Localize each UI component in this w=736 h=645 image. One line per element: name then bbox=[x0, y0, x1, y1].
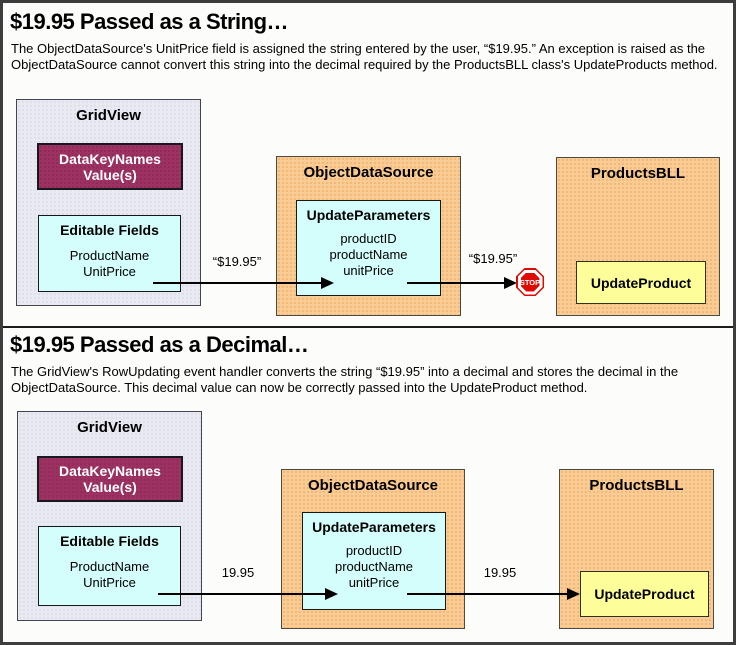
panel2-description: The GridView's RowUpdating event handler… bbox=[11, 364, 679, 395]
panel1-arrow2-label: “$19.95” bbox=[468, 251, 518, 266]
field-productname: ProductName bbox=[69, 248, 150, 263]
panel1-datakeynames-box: DataKeyNames Value(s) bbox=[37, 143, 183, 190]
param-productid: productID bbox=[340, 231, 397, 246]
param-productname: productName bbox=[334, 559, 414, 574]
panel1-arrow2-head-icon bbox=[504, 277, 517, 289]
objectdatasource-title: ObjectDataSource bbox=[303, 164, 434, 181]
panel1-arrow1-label: “$19.95” bbox=[212, 254, 262, 269]
panel1-updateparameters-box: UpdateParameters productID productName u… bbox=[296, 200, 441, 296]
updateproduct-label: UpdateProduct bbox=[590, 274, 692, 291]
param-productid: productID bbox=[345, 543, 403, 558]
panel2-arrow2-label: 19.95 bbox=[483, 565, 517, 580]
panel2-arrow1-line bbox=[158, 593, 326, 595]
datakeynames-line1: DataKeyNames bbox=[59, 150, 161, 167]
panel2-datakeynames-box: DataKeyNames Value(s) bbox=[37, 456, 183, 502]
editable-fields-title: Editable Fields bbox=[60, 222, 159, 238]
productsbll-title: ProductsBLL bbox=[590, 165, 686, 182]
panel2-editable-fields-box: Editable Fields ProductName UnitPrice bbox=[38, 526, 181, 606]
datakeynames-line2: Value(s) bbox=[83, 166, 137, 183]
updateparameters-title: UpdateParameters bbox=[312, 519, 436, 535]
datakeynames-line1: DataKeyNames bbox=[59, 463, 161, 479]
field-unitprice: UnitPrice bbox=[83, 575, 136, 590]
panel1-arrow1-line bbox=[153, 282, 323, 284]
gridview-title: GridView bbox=[76, 107, 141, 124]
field-productname: ProductName bbox=[69, 559, 150, 574]
panel2-arrow2-head-icon bbox=[567, 588, 580, 600]
param-unitprice: unitPrice bbox=[343, 263, 394, 278]
param-unitprice: unitPrice bbox=[348, 575, 400, 590]
stop-sign-icon: STOP bbox=[516, 268, 544, 296]
stop-sign-label: STOP bbox=[519, 277, 541, 287]
panel2-updateproduct-box: UpdateProduct bbox=[580, 571, 709, 617]
datakeynames-line2: Value(s) bbox=[83, 479, 137, 495]
updateproduct-label: UpdateProduct bbox=[594, 586, 695, 602]
panel2-arrow2-line bbox=[407, 593, 569, 595]
field-unitprice: UnitPrice bbox=[83, 264, 136, 279]
param-productname: productName bbox=[329, 247, 408, 262]
updateparameters-title: UpdateParameters bbox=[306, 207, 431, 223]
panel2-updateparameters-box: UpdateParameters productID productName u… bbox=[302, 512, 446, 610]
panel2-title: $19.95 Passed as a Decimal… bbox=[10, 332, 309, 357]
panel1-updateproduct-box: UpdateProduct bbox=[576, 261, 706, 304]
panel1-description: The ObjectDataSource's UnitPrice field i… bbox=[11, 41, 718, 72]
panel1-arrow2-line bbox=[407, 282, 506, 284]
objectdatasource-title: ObjectDataSource bbox=[307, 477, 439, 494]
panel2-arrow1-label: 19.95 bbox=[221, 565, 255, 580]
editable-fields-title: Editable Fields bbox=[60, 533, 159, 549]
panel1-editable-fields-box: Editable Fields ProductName UnitPrice bbox=[38, 215, 181, 292]
panel-divider bbox=[3, 326, 733, 328]
gridview-title: GridView bbox=[77, 419, 142, 436]
productsbll-title: ProductsBLL bbox=[589, 477, 684, 494]
panel1-title: $19.95 Passed as a String… bbox=[10, 9, 289, 34]
panel1-arrow1-head-icon bbox=[321, 277, 334, 289]
panel2-arrow1-head-icon bbox=[325, 588, 338, 600]
